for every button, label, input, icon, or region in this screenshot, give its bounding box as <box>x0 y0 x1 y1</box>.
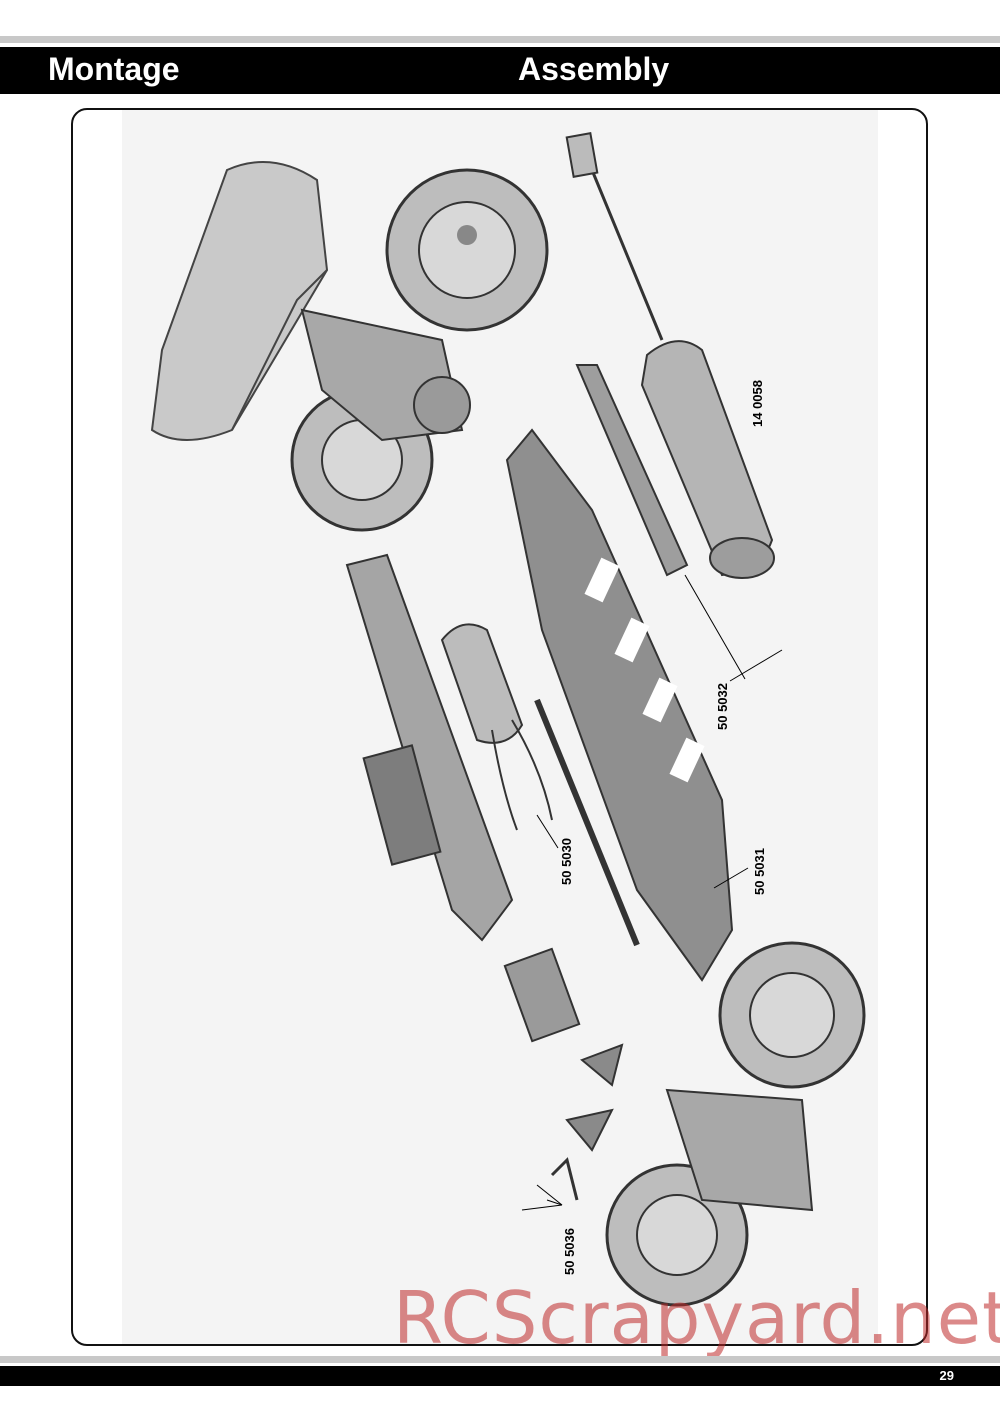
front-axle-assembly <box>605 941 866 1307</box>
part-number-drive-shaft: 50 5030 <box>559 838 574 885</box>
part-number-battery: 14 0058 <box>750 380 765 427</box>
chassis-plate <box>505 428 734 982</box>
rear-wing <box>150 161 329 441</box>
header-bar: Montage Assembly <box>0 47 1000 94</box>
electric-motor <box>440 623 553 831</box>
battery-pack <box>565 132 775 579</box>
part-number-chassis-plate: 50 5031 <box>752 848 767 895</box>
part-number-steering-parts: 50 5036 <box>562 1228 577 1275</box>
page-number: 29 <box>939 1368 954 1383</box>
top-rule <box>0 36 1000 43</box>
chassis-side-rail <box>345 553 514 942</box>
bottom-rule <box>0 1356 1000 1363</box>
watermark: RCScrapyard.net <box>393 1276 1000 1360</box>
servo-steering-linkage <box>503 947 624 1201</box>
header-title-german: Montage <box>48 51 180 87</box>
part-number-battery-mount: 50 5032 <box>715 683 730 730</box>
center-drive-shaft <box>534 698 640 947</box>
exploded-assembly-diagram <box>122 110 878 1344</box>
battery-strap <box>575 364 689 577</box>
header-title-english: Assembly <box>518 51 670 87</box>
leader-lines <box>521 574 783 1211</box>
rear-axle-assembly <box>290 168 549 532</box>
footer-bar: 29 <box>0 1366 1000 1386</box>
